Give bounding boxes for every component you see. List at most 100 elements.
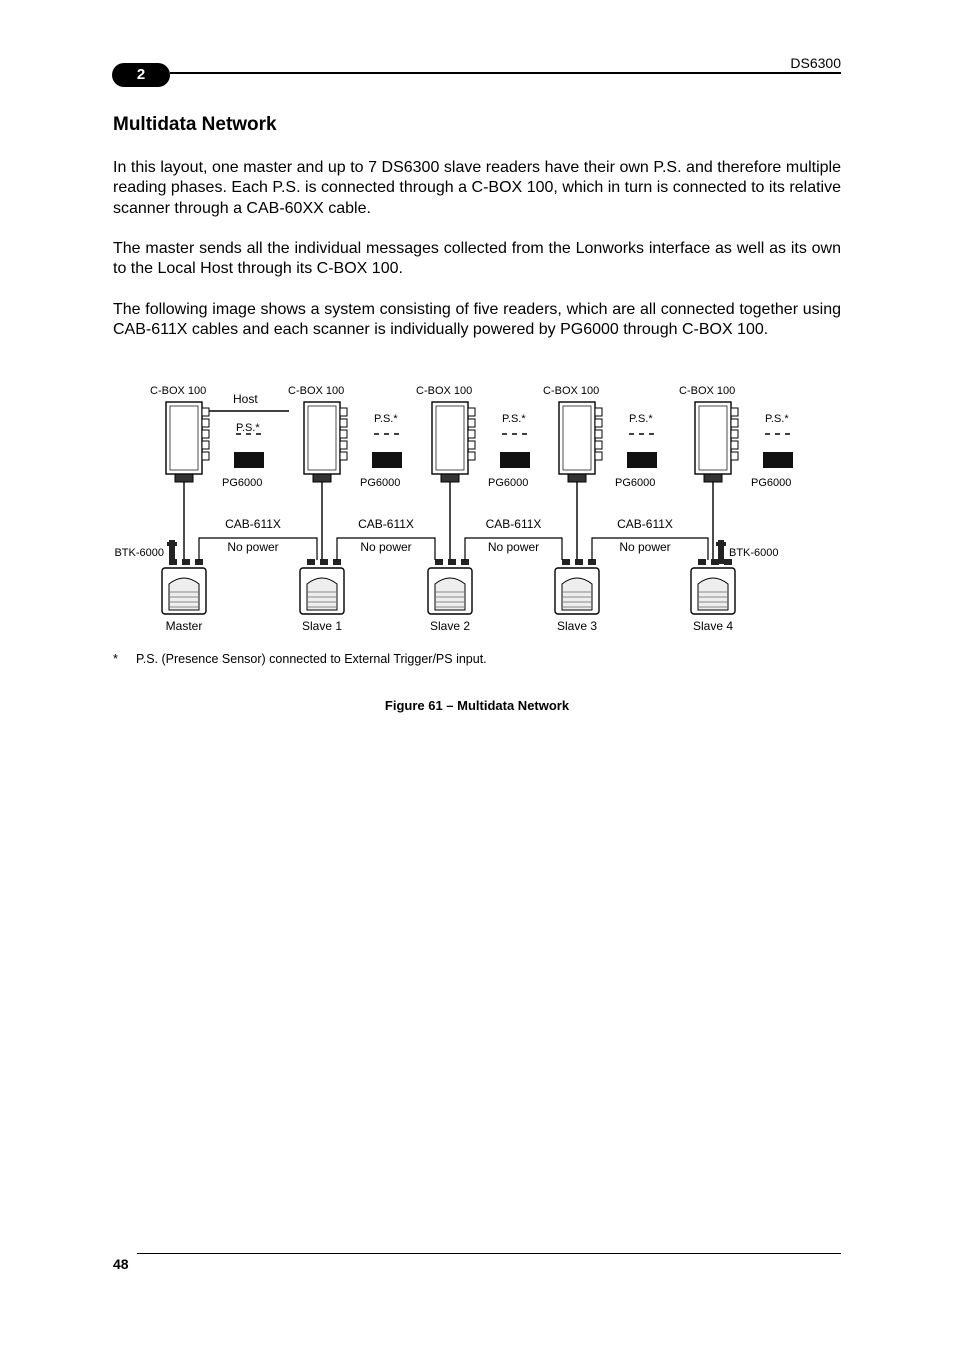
ps-label: P.S.* [374, 413, 398, 425]
btk-6000-label: BTK-6000 [114, 547, 164, 559]
cbox-connector [730, 429, 739, 439]
pg6000-power-supply [372, 452, 402, 468]
cab-611x-label: CAB-611X [358, 517, 414, 531]
scanner-window [168, 577, 200, 611]
ps-label: P.S.* [502, 413, 526, 425]
cbox-body [165, 401, 203, 475]
reader-connector [320, 559, 328, 565]
reader-name-label: Master [166, 619, 203, 633]
btk-6000-terminator [718, 540, 724, 564]
cbox-connector [467, 451, 476, 461]
host-label: Host [233, 392, 258, 406]
no-power-label: No power [488, 540, 539, 554]
cbox-connector [339, 407, 348, 417]
cbox-gland [440, 473, 460, 483]
cbox-connector [467, 429, 476, 439]
scanner-window [306, 577, 338, 611]
cbox-connector [467, 440, 476, 450]
pg6000-label: PG6000 [360, 477, 400, 489]
cbox-body [431, 401, 469, 475]
cbox-connector [467, 418, 476, 428]
cab-611x-cable [198, 537, 318, 560]
cbox-connector [339, 440, 348, 450]
cbox-connector [339, 429, 348, 439]
paragraph: In this layout, one master and up to 7 D… [113, 159, 841, 217]
reader-connector [461, 559, 469, 565]
reader-connector [724, 559, 732, 565]
ps-label: P.S.* [765, 413, 789, 425]
cbox-inner-panel [562, 405, 592, 471]
reader-name-label: Slave 2 [430, 619, 470, 633]
cbox-body [303, 401, 341, 475]
cbox-connector [201, 418, 210, 428]
reader-connector [562, 559, 570, 565]
cbox-gland [567, 473, 587, 483]
cbox-connector [730, 440, 739, 450]
pg6000-power-supply [234, 452, 264, 468]
scanner-window [434, 577, 466, 611]
cbox-connector [201, 429, 210, 439]
cbox-inner-panel [435, 405, 465, 471]
reader-connector [435, 559, 443, 565]
paragraph: The master sends all the individual mess… [113, 240, 841, 278]
reader-name-label: Slave 1 [302, 619, 342, 633]
pg6000-label: PG6000 [751, 477, 791, 489]
paragraph: The following image shows a system consi… [113, 301, 841, 339]
cbox-connector [594, 451, 603, 461]
cbox-inner-panel [698, 405, 728, 471]
cbox-connector [730, 418, 739, 428]
footer-rule [137, 1253, 841, 1254]
chapter-badge: 2 [112, 63, 170, 87]
reader-connector [195, 559, 203, 565]
cbox-label: C-BOX 100 [679, 385, 735, 397]
cbox-inner-panel [169, 405, 199, 471]
cab-611x-label: CAB-611X [486, 517, 542, 531]
no-power-label: No power [227, 540, 278, 554]
cbox-connector [467, 407, 476, 417]
reader-name-label: Slave 3 [557, 619, 597, 633]
reader-connector [333, 559, 341, 565]
cbox-connector [730, 451, 739, 461]
ps-label: P.S.* [236, 422, 260, 434]
page-number: 48 [113, 1256, 129, 1272]
cbox-gland [312, 473, 332, 483]
section-title: Multidata Network [113, 114, 277, 135]
reader-name-label: Slave 4 [693, 619, 733, 633]
cab-611x-label: CAB-611X [225, 517, 281, 531]
cbox-connector [594, 429, 603, 439]
cbox-inner-panel [307, 405, 337, 471]
cab-611x-label: CAB-611X [617, 517, 673, 531]
cbox-label: C-BOX 100 [416, 385, 472, 397]
header-rule [170, 72, 841, 74]
pg6000-label: PG6000 [488, 477, 528, 489]
header-product-name: DS6300 [790, 55, 841, 71]
cbox-body [694, 401, 732, 475]
btk-6000-terminator [169, 540, 175, 564]
cbox-gland [703, 473, 723, 483]
pg6000-power-supply [500, 452, 530, 468]
figure-caption: Figure 61 – Multidata Network [384, 698, 570, 713]
footnote-text: P.S. (Presence Sensor) connected to Exte… [136, 652, 487, 666]
reader-connector [575, 559, 583, 565]
cbox-connector [594, 407, 603, 417]
cbox-connector [594, 440, 603, 450]
reader-connector [711, 559, 719, 565]
footnote-marker: * [113, 652, 118, 666]
no-power-label: No power [360, 540, 411, 554]
cbox-connector [594, 418, 603, 428]
cab-611x-cable [464, 537, 563, 560]
reader-connector [307, 559, 315, 565]
cbox-gland [174, 473, 194, 483]
cbox-connector [730, 407, 739, 417]
cbox-body [558, 401, 596, 475]
no-power-label: No power [619, 540, 670, 554]
scanner-window [561, 577, 593, 611]
pg6000-power-supply [627, 452, 657, 468]
reader-connector [448, 559, 456, 565]
cbox-connector [201, 407, 210, 417]
cbox-connector [339, 451, 348, 461]
cbox-connector [339, 418, 348, 428]
cab-611x-cable [591, 537, 709, 560]
pg6000-label: PG6000 [222, 477, 262, 489]
